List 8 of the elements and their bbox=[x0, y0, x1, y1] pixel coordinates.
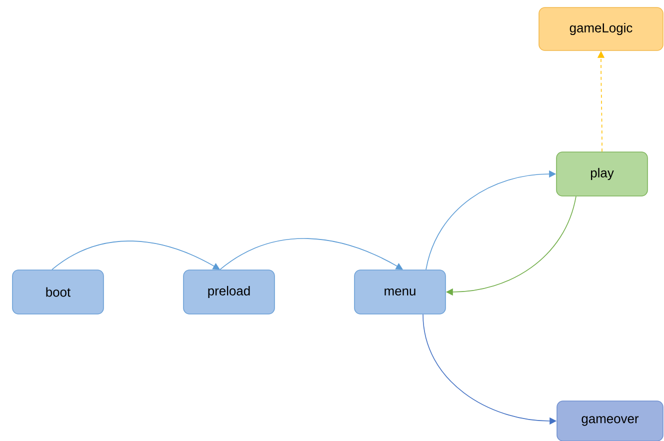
state-box: menu bbox=[354, 270, 446, 314]
state-box: gameover bbox=[556, 400, 664, 441]
arrow bbox=[220, 238, 403, 270]
state-box: boot bbox=[12, 270, 104, 314]
arrow bbox=[52, 240, 220, 270]
state-box: gameLogic bbox=[538, 7, 664, 51]
state-box: preload bbox=[183, 270, 275, 314]
state-box: play bbox=[556, 152, 648, 196]
